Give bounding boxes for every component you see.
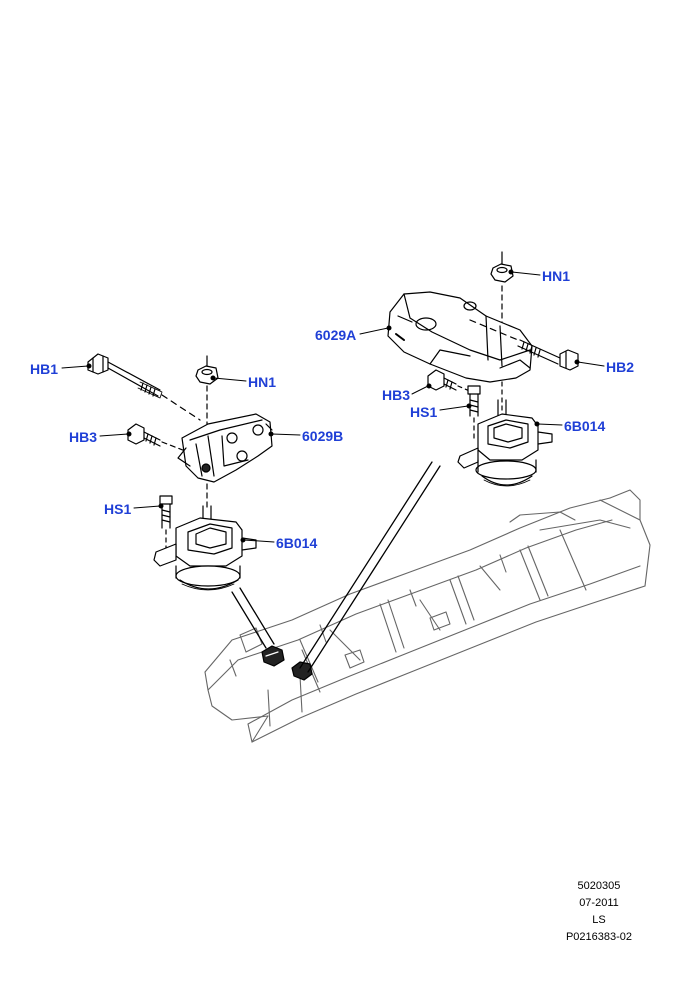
label-right-bracket: 6029A (315, 327, 357, 343)
locator-lines (231, 461, 441, 673)
right-hb2-bolt (469, 319, 579, 371)
right-hs1-stud (467, 385, 481, 441)
label-right-hb3: HB3 (382, 387, 411, 403)
label-right-hn1: HN1 (542, 268, 571, 284)
label-left-hn1: HN1 (248, 374, 277, 390)
label-right-hs1: HS1 (410, 404, 438, 420)
footer-line-2: 07-2011 (579, 897, 619, 909)
label-right-mount: 6B014 (564, 418, 606, 434)
right-hn1-nut (490, 251, 514, 331)
left-bracket-6029b (177, 413, 273, 483)
right-hb3-bolt (427, 369, 473, 393)
left-hb1-bolt (87, 353, 201, 421)
label-left-hb3: HB3 (69, 429, 98, 445)
footer-line-1: 5020305 (577, 880, 621, 892)
callout-leaders (61, 269, 605, 543)
drawing-reference-block: 5020305 07-2011 LS P0216383-02 (566, 878, 632, 946)
label-left-bracket: 6029B (302, 428, 344, 444)
footer-line-3: LS (592, 914, 606, 926)
left-hs1-stud (159, 495, 173, 549)
left-hb3-bolt (127, 423, 189, 453)
right-mount-6b014 (457, 381, 553, 487)
left-hn1-nut (195, 355, 219, 427)
chassis-frame (204, 489, 651, 743)
left-mount-6b014 (153, 505, 257, 591)
label-left-hb1: HB1 (30, 361, 59, 377)
label-right-hb2: HB2 (606, 359, 635, 375)
footer-line-4: P0216383-02 (565, 931, 632, 943)
label-left-mount: 6B014 (276, 535, 318, 551)
chassis-mount-right (291, 661, 313, 681)
label-left-hs1: HS1 (104, 501, 132, 517)
chassis-mount-left (261, 645, 285, 667)
right-bracket-6029a (387, 291, 533, 383)
